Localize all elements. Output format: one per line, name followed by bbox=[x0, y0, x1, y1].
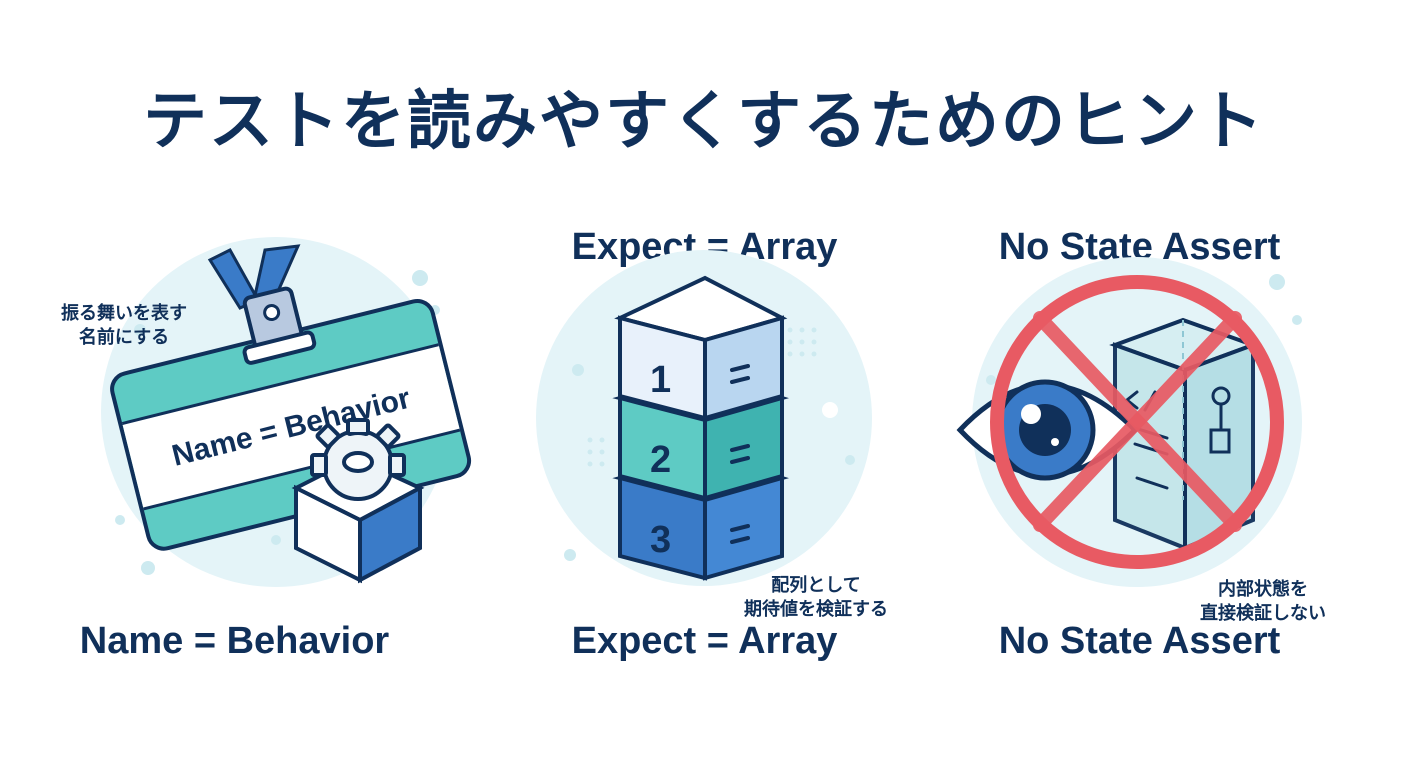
page-title: テストを読みやすくするためのヒント bbox=[143, 85, 1265, 159]
annotation-note: 内部状態を 直接検証しない bbox=[1173, 578, 1353, 626]
stacked-blocks-icon: 1 2 3 bbox=[536, 250, 872, 586]
bottom-label: No State Assert bbox=[998, 620, 1281, 662]
id-badge-icon: Name = Behavior bbox=[101, 237, 472, 587]
block-number-1: 1 bbox=[650, 359, 671, 401]
note-line: 期待値を検証する bbox=[744, 599, 888, 620]
prohibited-icon bbox=[956, 257, 1302, 587]
note-line: 振る舞いを表す bbox=[61, 303, 187, 324]
annotation-note: 振る舞いを表す 名前にする bbox=[34, 302, 214, 350]
panel-name-behavior: Name = Behavior 振る舞いを表す 名前にする bbox=[40, 0, 509, 768]
block-number-3: 3 bbox=[650, 519, 671, 561]
block-number-2: 2 bbox=[650, 439, 671, 481]
annotation-note: 配列として 期待値を検証する bbox=[716, 574, 916, 622]
note-line: 直接検証しない bbox=[1200, 603, 1326, 624]
bottom-label: Expect = Array bbox=[571, 620, 838, 662]
note-line: 内部状態を bbox=[1218, 579, 1308, 600]
bottom-label: Name = Behavior bbox=[79, 620, 390, 662]
panel-no-state-assert: No State Assert bbox=[905, 0, 1374, 768]
panel-expect-array: Expect = Array 1 2 3 bbox=[470, 0, 939, 768]
gear-box-icon bbox=[291, 418, 425, 584]
note-line: 配列として bbox=[771, 575, 861, 596]
note-line: 名前にする bbox=[78, 327, 170, 348]
